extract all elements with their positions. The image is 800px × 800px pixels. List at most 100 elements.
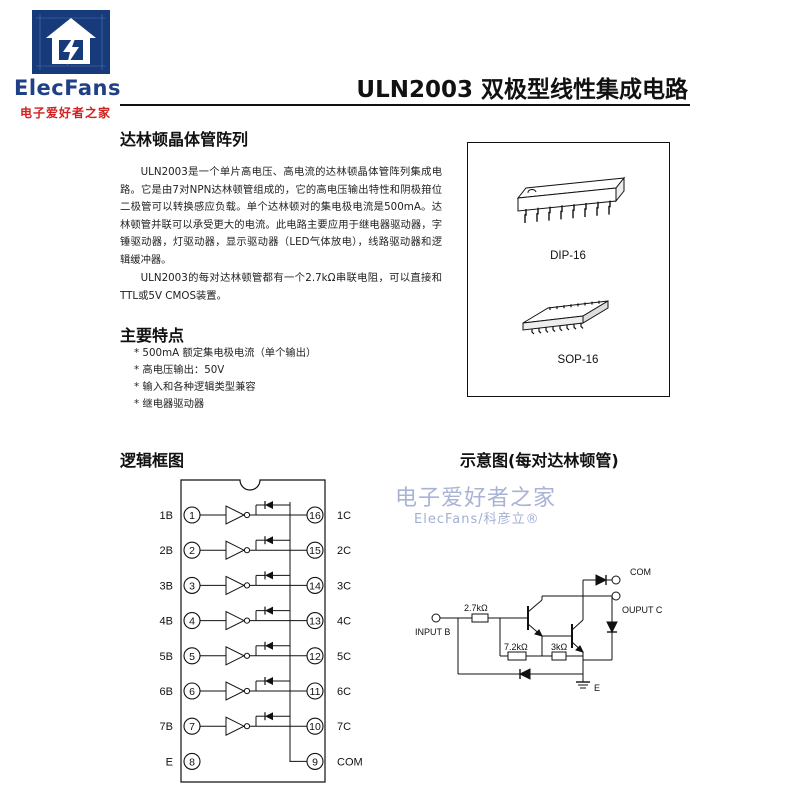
package-drawings: [516, 176, 626, 335]
dip16-label: DIP-16: [550, 250, 586, 262]
pin-label: COM: [337, 756, 363, 768]
input-diode-icon: [518, 668, 531, 680]
pin-circle: [183, 752, 201, 770]
pin-number: 9: [312, 756, 318, 768]
sop16-label: SOP-16: [557, 354, 599, 366]
clamp-diode-icon: [265, 501, 273, 509]
dip-pin: [608, 200, 611, 215]
pin-circle: [306, 612, 324, 630]
brand-name: ElecFans: [14, 76, 121, 100]
features-heading: 主要特点: [120, 326, 185, 345]
pin-circle: [183, 576, 201, 594]
pin-number: 12: [309, 651, 321, 663]
sop-pin: [545, 327, 549, 333]
com-terminal: [611, 575, 621, 585]
buffer-icon: [225, 575, 246, 596]
sop-pin: [538, 328, 542, 334]
feature-item: * 输入和各种逻辑类型兼容: [134, 381, 256, 393]
pin-label: 3C: [337, 580, 351, 592]
pin-number: 4: [189, 616, 195, 628]
clamp-diode-icon: [265, 536, 273, 545]
dip-pin: [572, 204, 575, 219]
pin-number: 6: [189, 686, 195, 698]
clamp-diode-icon: [265, 641, 273, 650]
sop-pin: [559, 325, 563, 332]
com-label: COM: [630, 567, 651, 577]
brand-subtitle: 电子爱好者之家: [20, 106, 112, 120]
pin-number: 16: [309, 510, 321, 522]
intro-paragraph-1: ULN2003是一个单片高电压、高电流的达林顿晶体管阵列集成电路。它是由7对NP…: [120, 166, 442, 266]
pin-number: 1: [189, 510, 195, 522]
elecfans-logo: [32, 10, 110, 74]
logic-diagram-heading: 逻辑框图: [120, 451, 185, 470]
buffer-icon: [225, 681, 246, 701]
output-terminal: [611, 591, 621, 601]
sop-pin: [580, 323, 584, 329]
transistor-q1-icon: [527, 599, 543, 637]
pin-number: 15: [309, 545, 321, 557]
resistor-r2: [507, 651, 527, 661]
dip-pin: [548, 206, 551, 221]
sop-pin: [573, 324, 577, 330]
ground-icon: [576, 681, 590, 689]
pin-number: 11: [310, 686, 321, 698]
pin-number: 3: [189, 580, 195, 592]
title-divider: [120, 104, 690, 106]
pin-circle: [306, 506, 324, 524]
pin-number: 10: [309, 721, 321, 733]
com-diode-icon: [595, 574, 608, 586]
pin-circle: [306, 717, 324, 735]
pin-circle: [306, 541, 324, 559]
dip-pin: [596, 201, 599, 216]
output-label: OUPUT C: [622, 605, 663, 615]
buffer-icon: [225, 505, 246, 525]
dip16-chip-icon: [516, 176, 626, 223]
sop-pin: [552, 326, 556, 333]
pin-circle: [306, 752, 324, 770]
pin-circle: [306, 682, 324, 700]
pin-circle: [183, 541, 201, 559]
input-terminal: [431, 613, 441, 623]
pin-label: E: [166, 756, 173, 768]
transistor-q2-icon: [571, 619, 584, 653]
pin-circle: [183, 647, 201, 665]
clamp-diode-icon: [265, 571, 273, 580]
r3-label: 3kΩ: [551, 642, 568, 652]
schematic-heading: 示意图(每对达林顿管): [460, 451, 619, 470]
buffer-icon: [225, 610, 246, 631]
pin-label: 6C: [337, 686, 351, 698]
pin-label: 7B: [160, 721, 173, 733]
clamp-diode-icon: [606, 621, 618, 634]
house-bolt-logo-icon: [32, 10, 110, 74]
buffer-icon: [225, 645, 246, 666]
pin-number: 14: [309, 580, 321, 592]
r1-label: 2.7kΩ: [464, 603, 488, 613]
pin-label: 7C: [337, 721, 351, 733]
feature-item: * 500mA 额定集电极电流（单个输出）: [134, 347, 317, 359]
pin-number: 13: [309, 616, 321, 628]
watermark-line2: ElecFans/科彦立®: [414, 512, 540, 527]
pin-label: 3B: [160, 580, 173, 592]
pin-label: 5B: [160, 651, 173, 663]
r2-label: 7.2kΩ: [504, 642, 528, 652]
pin-label: 2C: [337, 545, 351, 557]
intro-heading: 达林顿晶体管阵列: [120, 130, 249, 149]
sop-pin: [566, 325, 570, 331]
sop-pin: [531, 329, 535, 335]
package-box: DIP-16 SOP-16: [467, 142, 670, 397]
watermark-line1: 电子爱好者之家: [395, 486, 557, 511]
sop16-chip-icon: [522, 300, 609, 335]
pin-circle: [306, 647, 324, 665]
intro-paragraph-2: ULN2003的每对达林顿管都有一个2.7kΩ串联电阻，可以直接和TTL或5V …: [120, 272, 442, 302]
buffer-icon: [225, 540, 246, 561]
pin-circle: [183, 506, 201, 524]
e-label: E: [594, 683, 600, 693]
pin-label: 6B: [160, 686, 173, 698]
pin-label: 1C: [337, 510, 351, 522]
pin-label: 2B: [160, 545, 173, 557]
pin-label: 4C: [337, 616, 351, 628]
resistor-r3: [551, 651, 567, 661]
pin-label: 4B: [160, 616, 173, 628]
